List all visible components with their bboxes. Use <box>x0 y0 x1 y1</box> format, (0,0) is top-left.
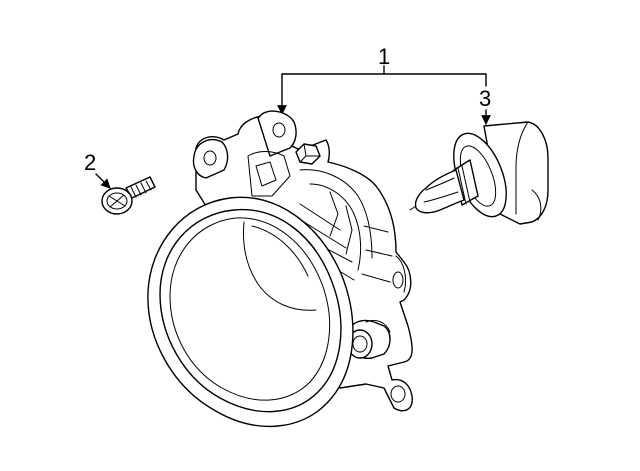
callout-2-label: 2 <box>84 150 96 175</box>
callout-1-label: 1 <box>378 44 390 69</box>
callout-1-group: 1 <box>277 44 487 115</box>
bulb-part <box>409 121 549 225</box>
callout-2-group: 2 <box>84 150 111 189</box>
screw-part <box>101 176 156 215</box>
callout-2-arrow <box>95 173 111 189</box>
callout-3-label: 3 <box>479 86 491 111</box>
fog-lamp-assembly <box>147 110 413 428</box>
callout-3-group: 3 <box>479 86 491 125</box>
